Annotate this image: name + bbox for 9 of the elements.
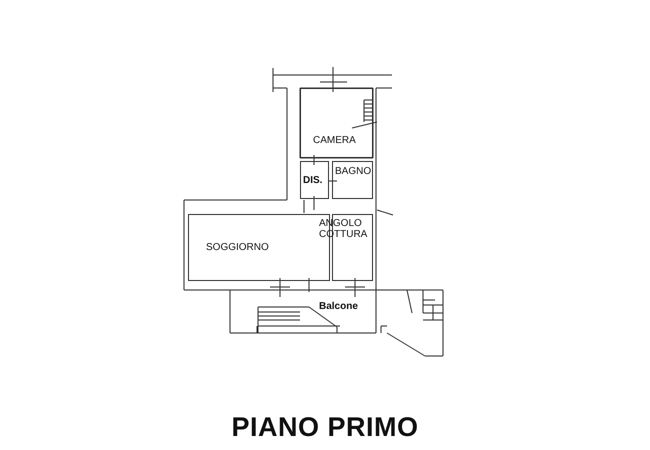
room-outline bbox=[332, 161, 373, 199]
room-label: DIS. bbox=[303, 175, 322, 186]
room-outline bbox=[300, 88, 373, 158]
plan-title: PIANO PRIMO bbox=[230, 412, 420, 443]
room-label: Balcone bbox=[319, 301, 358, 312]
room-outline bbox=[300, 161, 329, 199]
room-label: BAGNO bbox=[335, 166, 372, 177]
room-label: CAMERA bbox=[313, 135, 356, 146]
room-label: SOGGIORNO bbox=[206, 242, 269, 253]
